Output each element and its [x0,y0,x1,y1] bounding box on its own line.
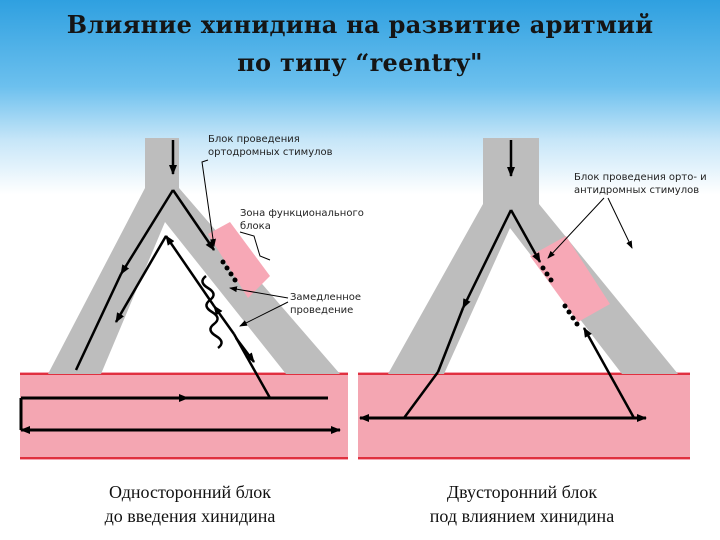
left-pointer-slow-b [239,301,289,327]
right-caption: Двусторонний блок под влиянием хинидина [392,480,652,528]
left-retro-arrow [212,305,236,335]
left-reentry-arrow [114,235,168,323]
left-caption-line1: Односторонний блок [108,482,272,502]
right-pointer-lower [607,197,633,249]
slide-title-line1: Влияние хинидина на развитие аритмий [66,10,654,39]
right-branch-arrow-down [461,209,513,309]
right-label-block-line2: антидромных стимулов [574,185,699,196]
right-caption-line2: под влиянием хинидина [429,506,615,526]
left-pointer-slow-a [229,286,289,299]
left-muscle-layer [20,372,348,460]
slide-title-line2: по типу “reentry" [237,48,483,77]
left-pointer-zone [239,231,271,261]
left-block-zone [208,222,270,298]
right-connector-left [402,371,440,419]
left-label-block-line2: ортодромных стимулов [208,147,333,158]
left-caption-line2: до введения хинидина [104,506,276,526]
right-retro-arrow [582,327,636,419]
slide-title: Влияние хинидина на развитие аритмий по … [0,6,720,82]
left-retro-arrow-up [164,235,216,307]
left-label-zone-line2: блока [240,221,271,232]
left-diagram: Блок проведения ортодромных стимулов Зон… [19,134,364,460]
left-label-slow-line1: Замедленное [290,292,361,303]
right-block-arrow [509,209,542,263]
left-pointer-block [201,159,216,247]
left-slow-arrow [235,337,255,363]
right-diagram: Блок проведения орто- и антидромных стим… [358,138,707,460]
left-branch-line-down [74,273,123,371]
left-label-slow-line2: проведение [290,305,353,316]
right-label-block-line1: Блок проведения орто- и [574,172,707,183]
left-label-block-line1: Блок проведения [208,134,300,145]
right-branch-line-down [436,307,465,373]
left-slow-conduction-wave [201,275,223,349]
right-caption-line1: Двусторонний блок [446,482,598,502]
right-muscle-layer [358,372,690,460]
left-block-dots [220,259,238,283]
reentry-diagram: Блок проведения ортодромных стимулов Зон… [19,134,707,460]
left-right-branch-arrow [171,189,216,251]
right-pointer-upper [547,197,605,259]
left-label-zone-line1: Зона функционального [240,208,364,219]
diagram-panel: Блок проведения ортодромных стимулов Зон… [18,126,708,466]
right-block-dots-lower [562,303,580,327]
left-caption: Односторонний блок до введения хинидина [60,480,320,528]
left-branch-arrow-down [119,189,175,275]
right-block-dots-upper [540,265,554,283]
